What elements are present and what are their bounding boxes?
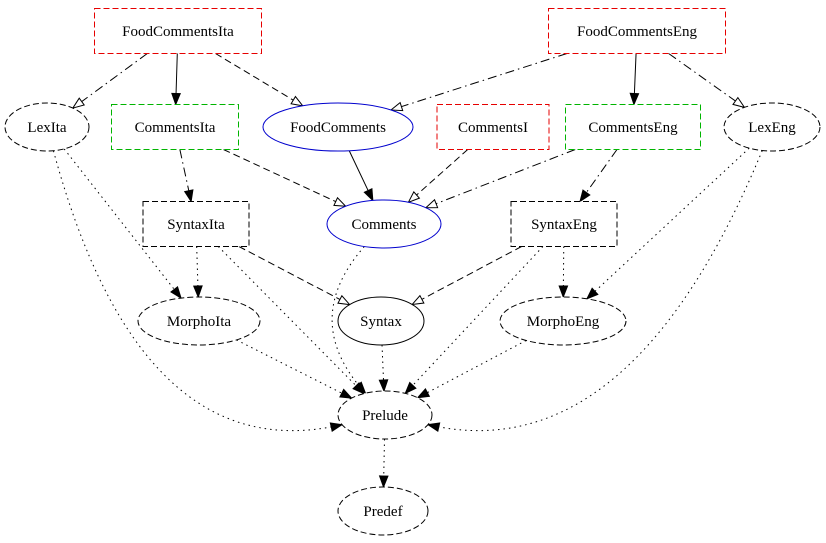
edges-layer (52, 53, 763, 489)
arrowhead-Prelude-Predef (378, 475, 389, 489)
edge-SyntaxIta-Prelude (217, 246, 363, 393)
node-LexIta: LexIta (4, 102, 90, 152)
node-FoodCommentsEng: FoodCommentsEng (548, 8, 726, 54)
node-label-SyntaxIta: SyntaxIta (167, 217, 225, 233)
arrowhead-Comments-Prelude (354, 381, 367, 395)
node-CommentsIta: CommentsIta (111, 104, 239, 150)
arrowhead-CommentsIta-SyntaxIta (183, 189, 194, 203)
node-CommentsEng: CommentsEng (565, 104, 701, 150)
arrowhead-FoodCommentsIta-CommentsIta (171, 92, 181, 106)
arrowhead-LexIta-MorphoIta (170, 285, 182, 300)
node-shape-CommentsEng (565, 104, 701, 150)
node-label-CommentsIta: CommentsIta (135, 120, 216, 136)
node-MorphoEng: MorphoEng (499, 296, 627, 346)
node-label-MorphoIta: MorphoIta (167, 314, 231, 330)
node-label-MorphoEng: MorphoEng (527, 314, 600, 330)
node-shape-CommentsI (436, 104, 550, 150)
node-shape-Predef (337, 486, 429, 536)
arrowhead-CommentsEng-Comments (424, 198, 439, 209)
node-shape-Syntax (337, 296, 425, 346)
node-label-CommentsI: CommentsI (458, 120, 528, 136)
edge-LexIta-MorphoIta (63, 148, 181, 297)
arrowhead-CommentsIta-Comments (333, 196, 347, 207)
node-shape-SyntaxEng (510, 201, 618, 247)
edge-Syntax-Prelude (381, 344, 385, 390)
edge-CommentsEng-Comments (434, 149, 576, 205)
arrowhead-FoodCommentsEng-FoodComments (389, 101, 404, 112)
node-Syntax: Syntax (337, 296, 425, 346)
arrowhead-SyntaxEng-Syntax (410, 294, 425, 306)
node-Comments: Comments (326, 199, 442, 249)
edge-LexIta-Prelude (52, 150, 341, 432)
edge-FoodCommentsEng-FoodComments (400, 53, 568, 108)
node-shape-Comments (326, 199, 442, 249)
node-label-FoodCommentsEng: FoodCommentsEng (577, 24, 698, 40)
node-FoodComments: FoodComments (262, 102, 414, 152)
node-shape-SyntaxIta (142, 201, 250, 247)
edge-Prelude-Predef (383, 438, 385, 486)
node-label-LexEng: LexEng (748, 120, 796, 136)
arrowhead-SyntaxEng-Prelude (404, 381, 417, 395)
arrowhead-SyntaxEng-MorphoEng (558, 285, 569, 299)
edge-FoodCommentsEng-LexEng (668, 53, 737, 102)
node-label-Predef: Predef (363, 504, 402, 520)
arrowhead-SyntaxIta-Syntax (337, 294, 351, 306)
edge-CommentsIta-Comments (223, 149, 337, 203)
arrowhead-FoodComments-Comments (363, 187, 374, 202)
arrowhead-FoodCommentsEng-CommentsEng (629, 92, 640, 106)
node-label-CommentsEng: CommentsEng (588, 120, 678, 136)
arrowhead-SyntaxIta-MorphoIta (192, 285, 203, 299)
arrowhead-LexEng-Prelude (426, 422, 441, 432)
arrowhead-CommentsI-Comments (407, 190, 421, 204)
node-shape-MorphoIta (137, 296, 261, 346)
node-label-FoodCommentsIta: FoodCommentsIta (122, 24, 234, 40)
node-Predef: Predef (337, 486, 429, 536)
node-shape-FoodCommentsIta (94, 8, 262, 54)
edge-CommentsI-Comments (415, 149, 469, 197)
node-shape-FoodComments (262, 102, 414, 152)
node-label-Prelude: Prelude (362, 408, 408, 424)
edge-LexEng-Prelude (429, 150, 763, 432)
edge-SyntaxEng-Syntax (420, 246, 522, 301)
node-FoodCommentsIta: FoodCommentsIta (94, 8, 262, 54)
arrowhead-MorphoEng-Prelude (416, 388, 431, 399)
edge-FoodCommentsIta-LexIta (80, 53, 148, 103)
node-label-FoodComments: FoodComments (290, 120, 386, 136)
arrowhead-FoodCommentsIta-FoodComments (290, 95, 304, 107)
node-SyntaxIta: SyntaxIta (142, 201, 250, 247)
node-shape-MorphoEng (499, 296, 627, 346)
node-LexEng: LexEng (723, 102, 821, 152)
arrowhead-LexEng-MorphoEng (585, 287, 599, 300)
node-shape-FoodCommentsEng (548, 8, 726, 54)
edge-SyntaxEng-Prelude (406, 246, 544, 393)
node-label-Comments: Comments (351, 217, 416, 233)
node-shape-LexEng (723, 102, 821, 152)
arrowhead-FoodCommentsIta-LexIta (71, 97, 86, 109)
arrowhead-MorphoIta-Prelude (339, 388, 353, 399)
edge-FoodCommentsIta-FoodComments (215, 53, 295, 102)
edge-MorphoEng-Prelude (419, 340, 527, 398)
node-Prelude: Prelude (337, 390, 433, 440)
node-label-Syntax: Syntax (360, 314, 402, 330)
arrowhead-FoodCommentsEng-LexEng (732, 96, 746, 109)
node-shape-CommentsIta (111, 104, 239, 150)
node-SyntaxEng: SyntaxEng (510, 201, 618, 247)
arrowhead-CommentsEng-SyntaxEng (579, 189, 591, 203)
node-CommentsI: CommentsI (436, 104, 550, 150)
edge-SyntaxIta-Syntax (238, 246, 342, 301)
node-shape-Prelude (337, 390, 433, 440)
node-label-SyntaxEng: SyntaxEng (531, 217, 597, 233)
edge-LexEng-MorphoEng (588, 147, 750, 298)
edge-MorphoIta-Prelude (236, 339, 351, 398)
node-shape-LexIta (4, 102, 90, 152)
arrowhead-Syntax-Prelude (378, 379, 389, 393)
arrowhead-LexIta-Prelude (329, 422, 344, 432)
node-label-LexIta: LexIta (27, 120, 66, 136)
node-MorphoIta: MorphoIta (137, 296, 261, 346)
